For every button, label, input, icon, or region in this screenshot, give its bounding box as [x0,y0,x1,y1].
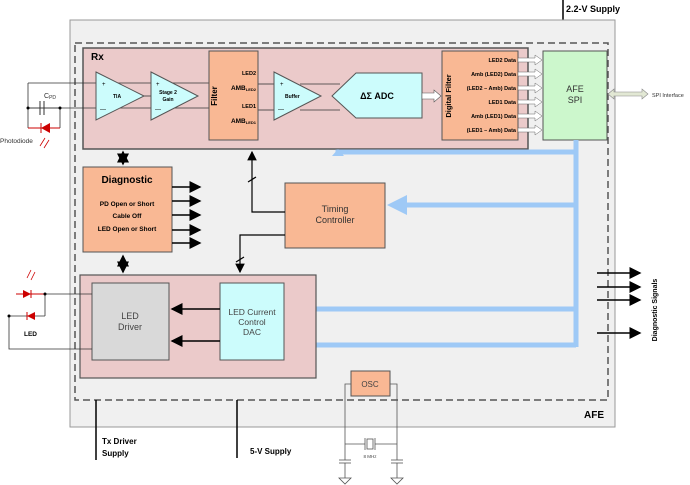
data-output-arrow [517,82,543,94]
filter-label: Filter [210,86,219,106]
digital-filter-label: Digital Filter [444,74,453,117]
filter-block [208,50,259,141]
led-driver-block [91,282,170,361]
led-current-dac-block [219,282,285,361]
data-output-label: Amb (LED1) Data [471,114,517,120]
stage2-gain-amplifier [150,71,200,121]
data-output-label: (LED2 – Amb) Data [467,86,517,92]
stage2-minus: — [155,107,161,113]
photodiode-label: Photodiode [0,138,33,145]
photodiode-icon [41,123,50,133]
afe-label: AFE [584,410,604,421]
diagnostic-line: LED Open or Short [98,226,157,233]
led-icon [7,269,47,320]
data-output-label: (LED1 – Amb) Data [467,128,517,134]
tia-label: TIA [113,94,121,100]
filter-out-led2: LED2 [242,71,256,77]
filter-out-amb-led1: AMBLED1 [231,118,257,125]
tia-minus: — [100,107,106,113]
rx-label: Rx [91,52,104,63]
tia-plus: + [102,82,106,88]
data-output-arrow [517,124,543,136]
stage2-plus: + [156,82,160,88]
filter-out-led1: LED1 [242,104,256,110]
data-output-arrow [517,96,543,108]
cap-label: CPD [44,93,56,101]
diagnostic-output-arrows [117,150,202,274]
diagnostic-title: Diagnostic [101,175,153,186]
diagnostic-block [82,166,173,253]
supply-5v-label: 5-V Supply [250,447,292,456]
adc-to-filter-arrow [421,89,442,103]
data-output-label: LED2 Data [488,58,516,64]
buffer-plus: + [280,82,284,88]
osc-label: OSC [361,380,379,389]
data-output-arrow [517,68,543,80]
adc-label: ΔΣ ADC [360,91,394,101]
buffer-amplifier [273,71,323,121]
data-output-arrow [517,110,543,122]
crystal-circuit [338,383,404,485]
timing-controller-block [284,182,386,249]
spi-interface-label: SPI Interface [652,93,684,99]
osc-block [350,370,391,397]
data-output-label: LED1 Data [488,100,516,106]
diagnostic-line: PD Open or Short [100,201,155,208]
photodiode-circuit [26,83,62,149]
tia-amplifier [95,71,146,121]
led-label: LED [24,331,37,338]
crystal-label: 8 MHz [363,454,377,459]
bus-arrow-rx [332,149,344,156]
data-output-arrow [517,54,543,66]
buffer-minus: — [278,107,284,113]
diagnostic-line: Cable Off [113,213,143,220]
filter-out-amb-led2: AMBLED2 [231,85,257,92]
supply-2v2-label: 2.2-V Supply [566,4,620,14]
spi-interface-arrow [607,88,649,100]
buffer-label: Buffer [285,94,300,100]
afe-dashed-boundary [74,42,609,401]
diagnostic-signal-arrows [597,267,642,339]
afe-spi-block [542,50,608,141]
diagnostic-signals-label: Diagnostic Signals [652,279,659,342]
digital-filter-block [441,50,519,141]
data-output-label: Amb (LED2) Data [471,72,517,78]
